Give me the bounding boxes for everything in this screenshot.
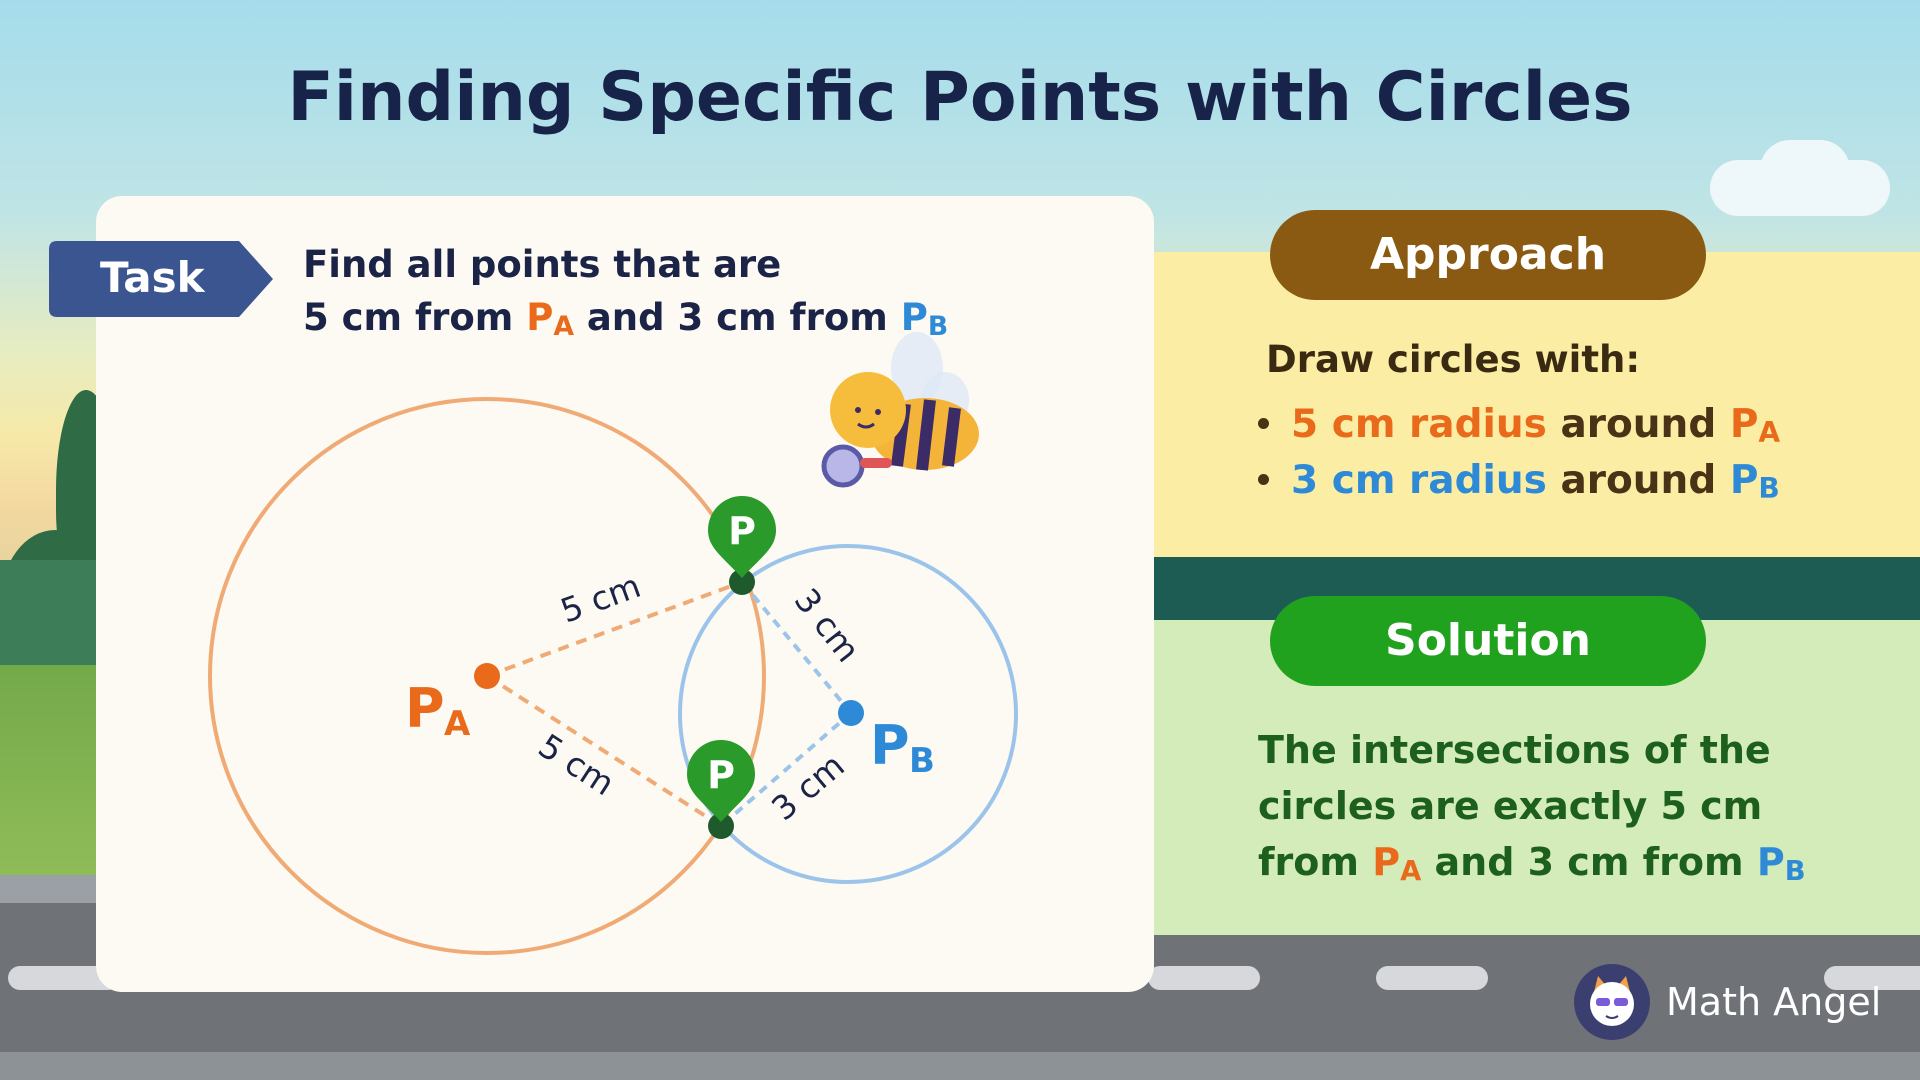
solution-text-part: from [1258, 840, 1373, 884]
solution-line: circles are exactly 5 cm [1258, 784, 1763, 828]
task-pa-sub: A [553, 310, 574, 342]
task-line: Find all points that are [303, 243, 782, 286]
bullet-value: 3 cm radius [1291, 458, 1547, 503]
approach-intro: Draw circles with: [1266, 338, 1641, 381]
cat-avatar-icon [1574, 964, 1650, 1040]
solution-line: from PA and 3 cm from PB [1258, 834, 1818, 895]
radius-line-a [486, 580, 743, 678]
location-pin-icon [708, 496, 776, 578]
cloud [1760, 140, 1850, 200]
diagram-card [96, 196, 1154, 992]
bee-with-magnifier-icon [821, 332, 979, 488]
radius-line-b [719, 711, 853, 828]
cat-avatar-graphic [1590, 976, 1634, 1026]
bullet-point-sub: A [1758, 416, 1781, 450]
center-b-dot [838, 700, 864, 726]
bullet-point-sub: B [1758, 472, 1780, 506]
center-a-sub: A [444, 704, 471, 744]
radius-line-b [740, 580, 853, 715]
task-text-part: and 3 cm from [573, 296, 901, 339]
circle-b [678, 544, 1018, 884]
approach-bullet: 5 cm radius around PA [1258, 402, 1781, 450]
radius-a-label: 5 cm [532, 726, 622, 803]
task-label: Task [100, 253, 205, 302]
approach-heading: Approach [1270, 210, 1706, 300]
road-marking [1824, 966, 1920, 990]
bullet-dot [1258, 474, 1269, 485]
pin-label: P [707, 753, 735, 797]
location-pin-icon [687, 740, 755, 822]
solution-heading: Solution [1270, 596, 1706, 686]
pin-label: P [728, 509, 756, 553]
bullet-point: P [1729, 458, 1759, 503]
solution-pa: P [1372, 840, 1401, 884]
bullet-dot [1258, 418, 1269, 429]
road-marking [1376, 966, 1488, 990]
intersection-dot [708, 813, 734, 839]
task-tag [49, 241, 273, 317]
solution-pb: P [1756, 840, 1785, 884]
brand-name: Math Angel [1666, 980, 1882, 1024]
solution-pb-sub: B [1784, 855, 1806, 887]
intersection-dot [729, 569, 755, 595]
circle-a [208, 397, 766, 955]
task-pa: P [526, 296, 554, 339]
road-marking [1148, 966, 1260, 990]
center-a-dot [474, 663, 500, 689]
radius-b-label: 3 cm [787, 581, 868, 669]
road-edge [0, 1052, 1920, 1080]
center-b-label: P [870, 714, 910, 777]
task-line: 5 cm from PA and 3 cm from PB [303, 291, 948, 348]
approach-bullet: 3 cm radius around PB [1258, 458, 1780, 506]
task-text-part: 5 cm from [303, 296, 527, 339]
bullet-text: around [1546, 402, 1730, 447]
solution-text-part: and 3 cm from [1421, 840, 1757, 884]
solution-pa-sub: A [1400, 855, 1422, 887]
solution-text: The intersections of the circles are exa… [1258, 722, 1818, 895]
center-b-sub: B [909, 741, 935, 781]
page-title: Finding Specific Points with Circles [287, 58, 1633, 137]
task-text: Find all points that are 5 cm from PA an… [303, 238, 948, 348]
task-pb-sub: B [927, 310, 949, 342]
radius-b-label: 3 cm [764, 746, 852, 828]
task-pb: P [900, 296, 928, 339]
radius-line-a [485, 674, 723, 828]
approach-panel [1154, 252, 1920, 557]
bullet-value: 5 cm radius [1291, 402, 1547, 447]
center-a-label: P [405, 677, 445, 740]
bullet-text: around [1546, 458, 1730, 503]
bullet-point: P [1729, 402, 1759, 447]
solution-line: The intersections of the [1258, 728, 1771, 772]
